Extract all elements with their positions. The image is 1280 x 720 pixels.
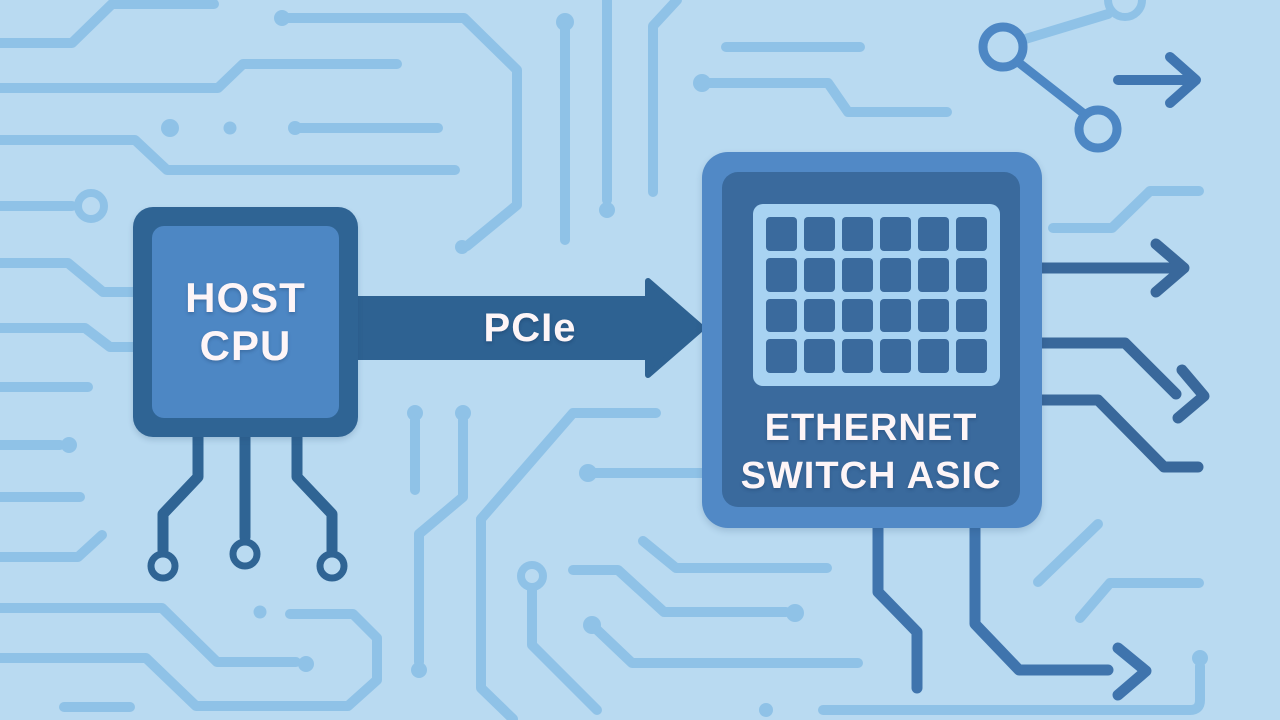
ethernet-switch-asic-label: ETHERNET SWITCH ASIC (722, 400, 1020, 504)
host-cpu-label-line1: HOST (185, 274, 306, 321)
asic-grid-cell (842, 298, 873, 333)
asic-bottom-ports (872, 516, 1152, 701)
asic-grid-cell (804, 339, 835, 373)
ethernet-switch-asic-chip: ETHERNET SWITCH ASIC (702, 152, 1042, 528)
asic-grid-cell (766, 298, 797, 333)
asic-grid-cell (918, 298, 949, 333)
asic-grid-cell (842, 339, 873, 373)
pcie-arrow (351, 278, 705, 378)
host-cpu-body: HOST CPU (152, 226, 339, 418)
asic-grid-cell (880, 298, 911, 333)
asic-label-line1: ETHERNET (764, 407, 978, 449)
asic-grid-cell (766, 217, 797, 251)
asic-grid-cell (842, 217, 873, 251)
pcie-bus-label: PCIe (483, 305, 577, 350)
asic-grid-cell (766, 257, 797, 292)
cpu-pins (147, 426, 348, 582)
asic-grid-cell (918, 339, 949, 373)
asic-label-line2: SWITCH ASIC (740, 455, 1002, 497)
asic-grid-cell (956, 217, 987, 251)
asic-grid-cell (918, 257, 949, 292)
asic-grid-cell (804, 257, 835, 292)
asic-grid-cell (880, 217, 911, 251)
share-nodes-icon (978, 22, 1122, 153)
asic-grid-cell (804, 298, 835, 333)
host-cpu-label-line2: CPU (199, 322, 292, 369)
right-arrow-icon (1113, 52, 1201, 108)
asic-grid-cell (918, 217, 949, 251)
circuit-trace-pattern (0, 0, 1208, 720)
asic-grid-cell (956, 257, 987, 292)
asic-right-ports (1034, 238, 1210, 473)
asic-grid-cell (880, 339, 911, 373)
ethernet-switch-asic-body: ETHERNET SWITCH ASIC (722, 172, 1020, 507)
host-cpu-chip: HOST CPU (133, 207, 358, 437)
asic-grid-cell (842, 257, 873, 292)
asic-grid-cell (804, 217, 835, 251)
asic-grid-cell (956, 339, 987, 373)
asic-grid-cell (880, 257, 911, 292)
asic-port-grid (753, 204, 1000, 386)
asic-grid-cell (956, 298, 987, 333)
host-cpu-label: HOST CPU (185, 274, 306, 370)
asic-grid-cell (766, 339, 797, 373)
